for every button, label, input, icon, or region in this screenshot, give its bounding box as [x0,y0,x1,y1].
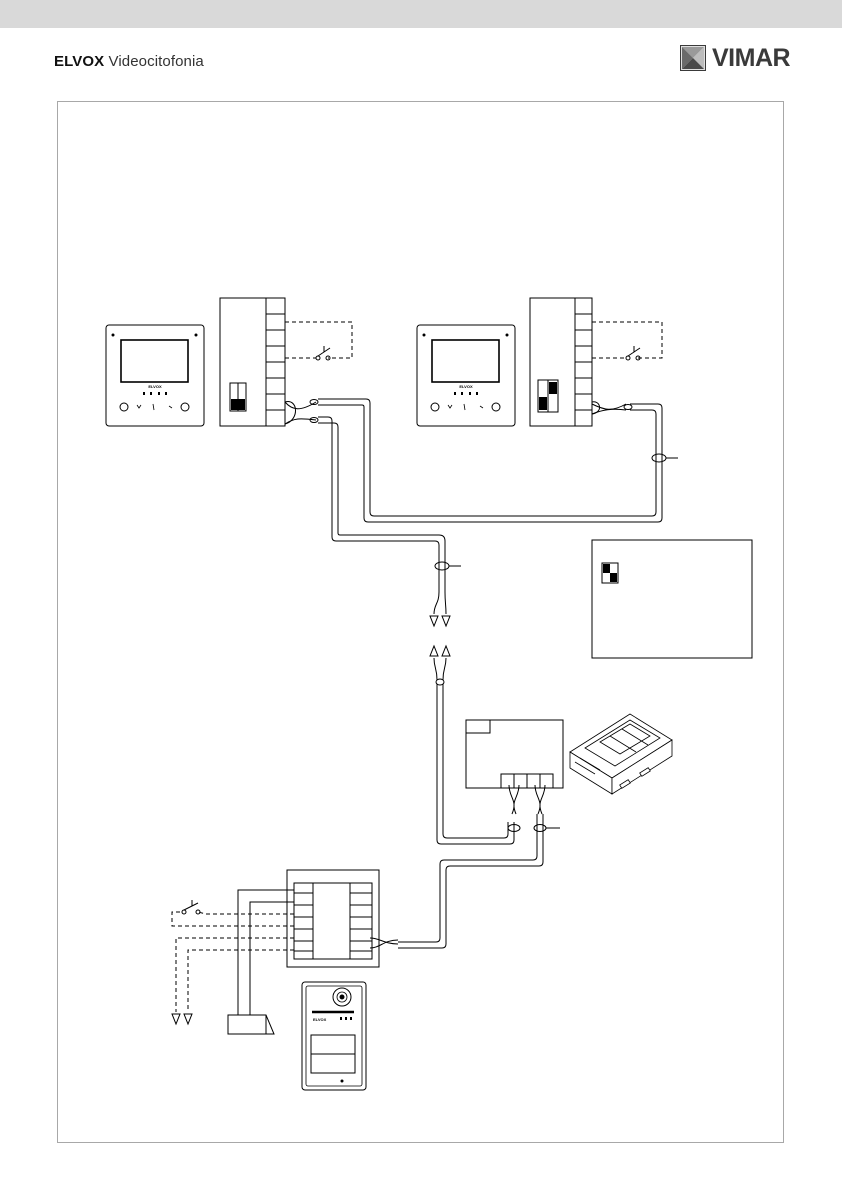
key-icon-2 [464,404,465,410]
config-dip-a [603,564,610,573]
door-station-wiring [172,890,294,1024]
power-supply-schematic [466,720,563,788]
audio-icon-2 [492,403,500,411]
door-station-module [287,870,379,967]
video-monitor-1: ELVOX [106,325,204,426]
terminal-block-1 [220,298,285,426]
video-monitor-2: ELVOX [417,325,515,426]
config-info-box [592,540,752,658]
terminal-block-2 [530,298,592,426]
dip-switch-2b [549,382,557,394]
monitor-status-icons [143,392,167,395]
monitor-brand-label: ELVOX [148,384,162,389]
dip-switch-2a [539,397,547,410]
monitor-status-icons-2 [454,392,478,395]
audio-icon [181,403,189,411]
floor-call-wiring-2 [592,322,662,360]
intercom-icon [120,403,128,411]
lock-icon-2 [448,405,452,408]
electric-lock-icon [228,1015,274,1034]
push-button-icon-2 [311,1054,355,1073]
monitor-brand-label-2: ELVOX [459,384,473,389]
dip-switch-1 [231,399,245,410]
intercom-icon-2 [431,403,439,411]
bus-cables [285,399,678,948]
light-icon [169,406,172,408]
config-dip-b [610,573,617,582]
light-icon-2 [480,406,483,408]
door-station-panel: ELVOX [302,982,366,1090]
power-supply-illustration [570,714,672,794]
push-button-icon [311,1035,355,1054]
key-icon [153,404,154,410]
floor-call-wiring-1 [285,322,352,360]
lock-icon [137,405,141,408]
door-station-brand-label: ELVOX [313,1017,327,1022]
